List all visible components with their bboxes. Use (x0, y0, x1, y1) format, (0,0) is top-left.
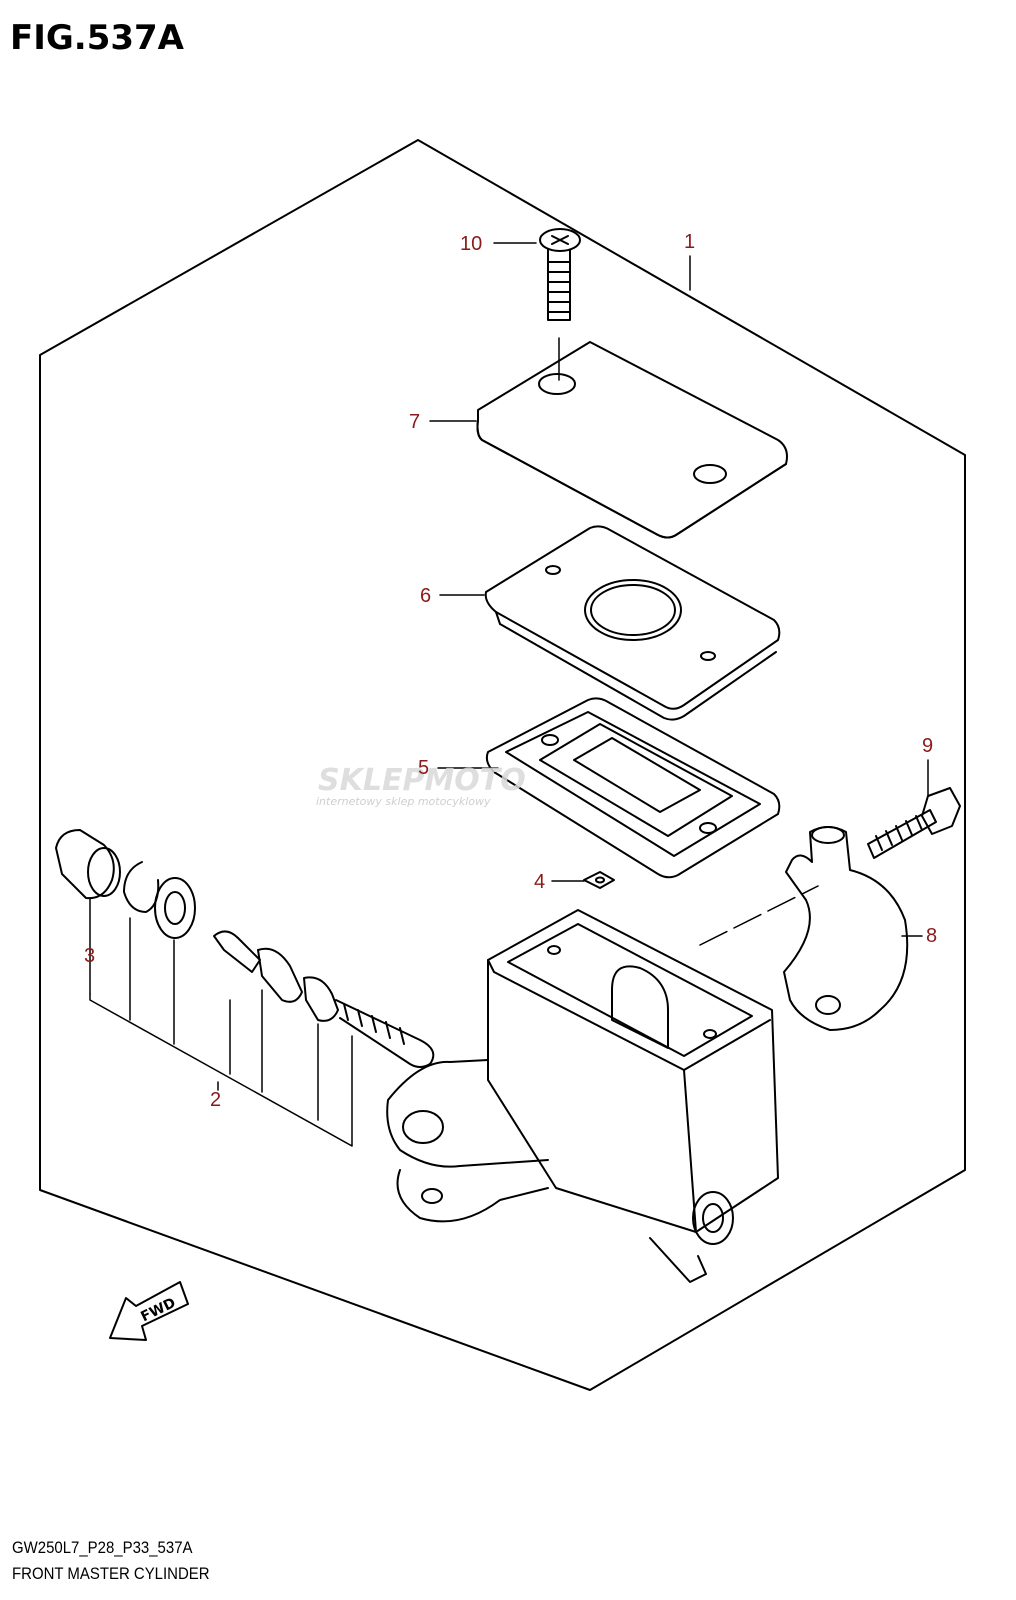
watermark-tagline: internetowy sklep motocyklowy (316, 795, 491, 808)
callout-7: 7 (409, 411, 420, 433)
fwd-arrow-icon: FWD (109, 1281, 189, 1341)
callout-2: 2 (210, 1089, 221, 1111)
diaphragm-part-5 (485, 697, 781, 879)
bolt-part-9 (867, 787, 961, 859)
callout-1: 1 (684, 231, 695, 253)
assembly-outline (39, 139, 966, 1391)
callout-5: 5 (418, 757, 429, 779)
dust-boot-part-3 (55, 829, 121, 900)
washer (154, 877, 196, 939)
clip-part-4 (583, 871, 615, 889)
piston-assembly-part-2 (213, 930, 435, 1068)
callout-8: 8 (926, 925, 937, 947)
callout-6: 6 (420, 585, 431, 607)
bolt-axis-line (699, 885, 819, 946)
watermark: SKLEPMOTO internetowy sklep motocyklowy (316, 763, 526, 808)
diaphragm-plate-part-6 (484, 525, 781, 721)
master-cylinder-body (386, 909, 779, 1283)
callout-3: 3 (84, 945, 95, 967)
holder-part-8 (783, 826, 909, 1031)
screw-part-10 (539, 228, 581, 321)
callout-4: 4 (534, 871, 545, 893)
callout-9: 9 (922, 735, 933, 757)
snap-ring (123, 861, 160, 913)
footer-model-code: GW250L7_P28_P33_537A (12, 1538, 193, 1557)
footer-part-name: FRONT MASTER CYLINDER (12, 1564, 210, 1583)
figure-title: FIG.537A (10, 18, 184, 58)
watermark-brand: SKLEPMOTO (318, 763, 526, 798)
kit-bracket (89, 993, 353, 1147)
reservoir-cap-part-7 (476, 341, 788, 539)
callout-10: 10 (460, 233, 482, 255)
